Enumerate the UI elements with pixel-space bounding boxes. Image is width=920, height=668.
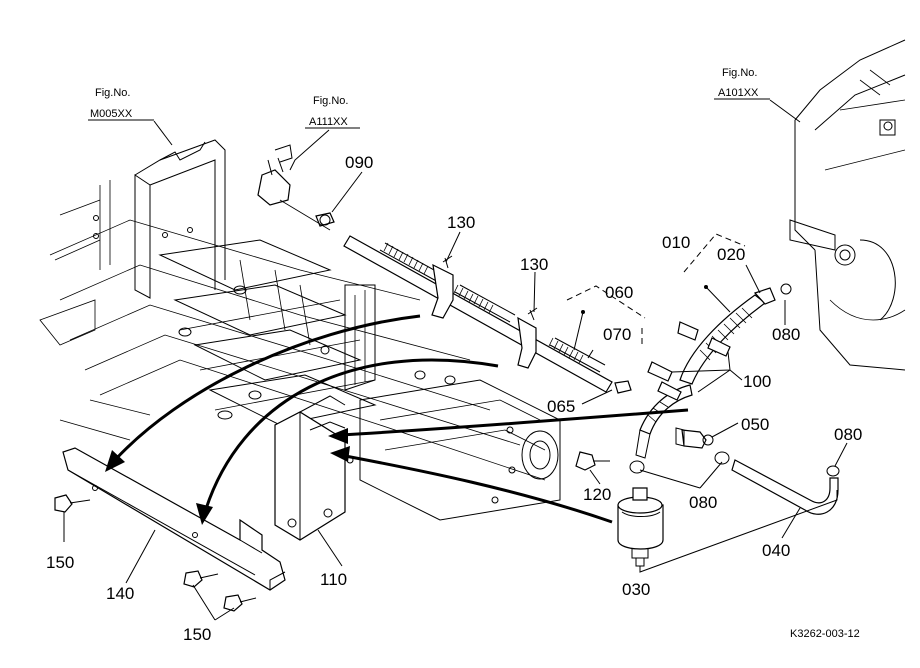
fuel-filter-drawing bbox=[617, 487, 664, 567]
part-label-100: 100 bbox=[743, 372, 771, 391]
part-label-060: 060 bbox=[605, 283, 633, 302]
part-label-110: 110 bbox=[320, 570, 347, 589]
engine-drawing bbox=[789, 39, 906, 371]
drawing-code: K3262-003-12 bbox=[790, 628, 860, 640]
hose-040-drawing bbox=[731, 459, 839, 515]
connector-050-drawing bbox=[675, 427, 714, 449]
fig-ref-label: Fig.No. bbox=[95, 87, 130, 99]
part-label-050: 050 bbox=[741, 415, 769, 434]
fig-ref-a101xx: Fig.No. A101XX bbox=[714, 67, 770, 100]
part-label-040: 040 bbox=[762, 541, 790, 560]
part-label-080: 080 bbox=[834, 425, 862, 444]
part-label-080: 080 bbox=[772, 325, 800, 344]
fig-ref-label: Fig.No. bbox=[722, 67, 757, 79]
part-label-130: 130 bbox=[447, 213, 475, 232]
part-label-010: 010 bbox=[662, 233, 690, 252]
fig-ref-m005xx: Fig.No. M005XX bbox=[88, 87, 154, 121]
fig-ref-code: A111XX bbox=[309, 116, 348, 128]
fuel-hose-drawing bbox=[629, 283, 840, 477]
fig-ref-label: Fig.No. bbox=[313, 95, 348, 107]
part-label-150: 150 bbox=[46, 553, 74, 572]
part-label-130: 130 bbox=[520, 255, 548, 274]
frame-drawing bbox=[39, 139, 561, 521]
part-label-070: 070 bbox=[603, 325, 631, 344]
part-labels: 010 020 030 040 050 060 065 070 080 080 … bbox=[46, 153, 862, 644]
leader-lines bbox=[63, 99, 848, 621]
cover-plate-140-drawing bbox=[62, 447, 286, 591]
bolts-drawing bbox=[54, 451, 610, 612]
part-label-020: 020 bbox=[717, 245, 745, 264]
fuel-pipe-drawing bbox=[257, 144, 632, 394]
part-label-090: 090 bbox=[345, 153, 373, 172]
part-label-080: 080 bbox=[689, 493, 717, 512]
part-label-150: 150 bbox=[183, 625, 211, 644]
fig-ref-code: M005XX bbox=[90, 108, 133, 120]
part-label-065: 065 bbox=[547, 397, 575, 416]
bracket-110-drawing bbox=[274, 395, 354, 541]
fig-ref-a111xx: Fig.No. A111XX bbox=[305, 95, 360, 129]
part-label-030: 030 bbox=[622, 580, 650, 599]
fig-ref-code: A101XX bbox=[718, 87, 759, 99]
assembly-arrows bbox=[105, 314, 689, 525]
part-label-120: 120 bbox=[583, 485, 611, 504]
part-label-140: 140 bbox=[106, 584, 134, 603]
